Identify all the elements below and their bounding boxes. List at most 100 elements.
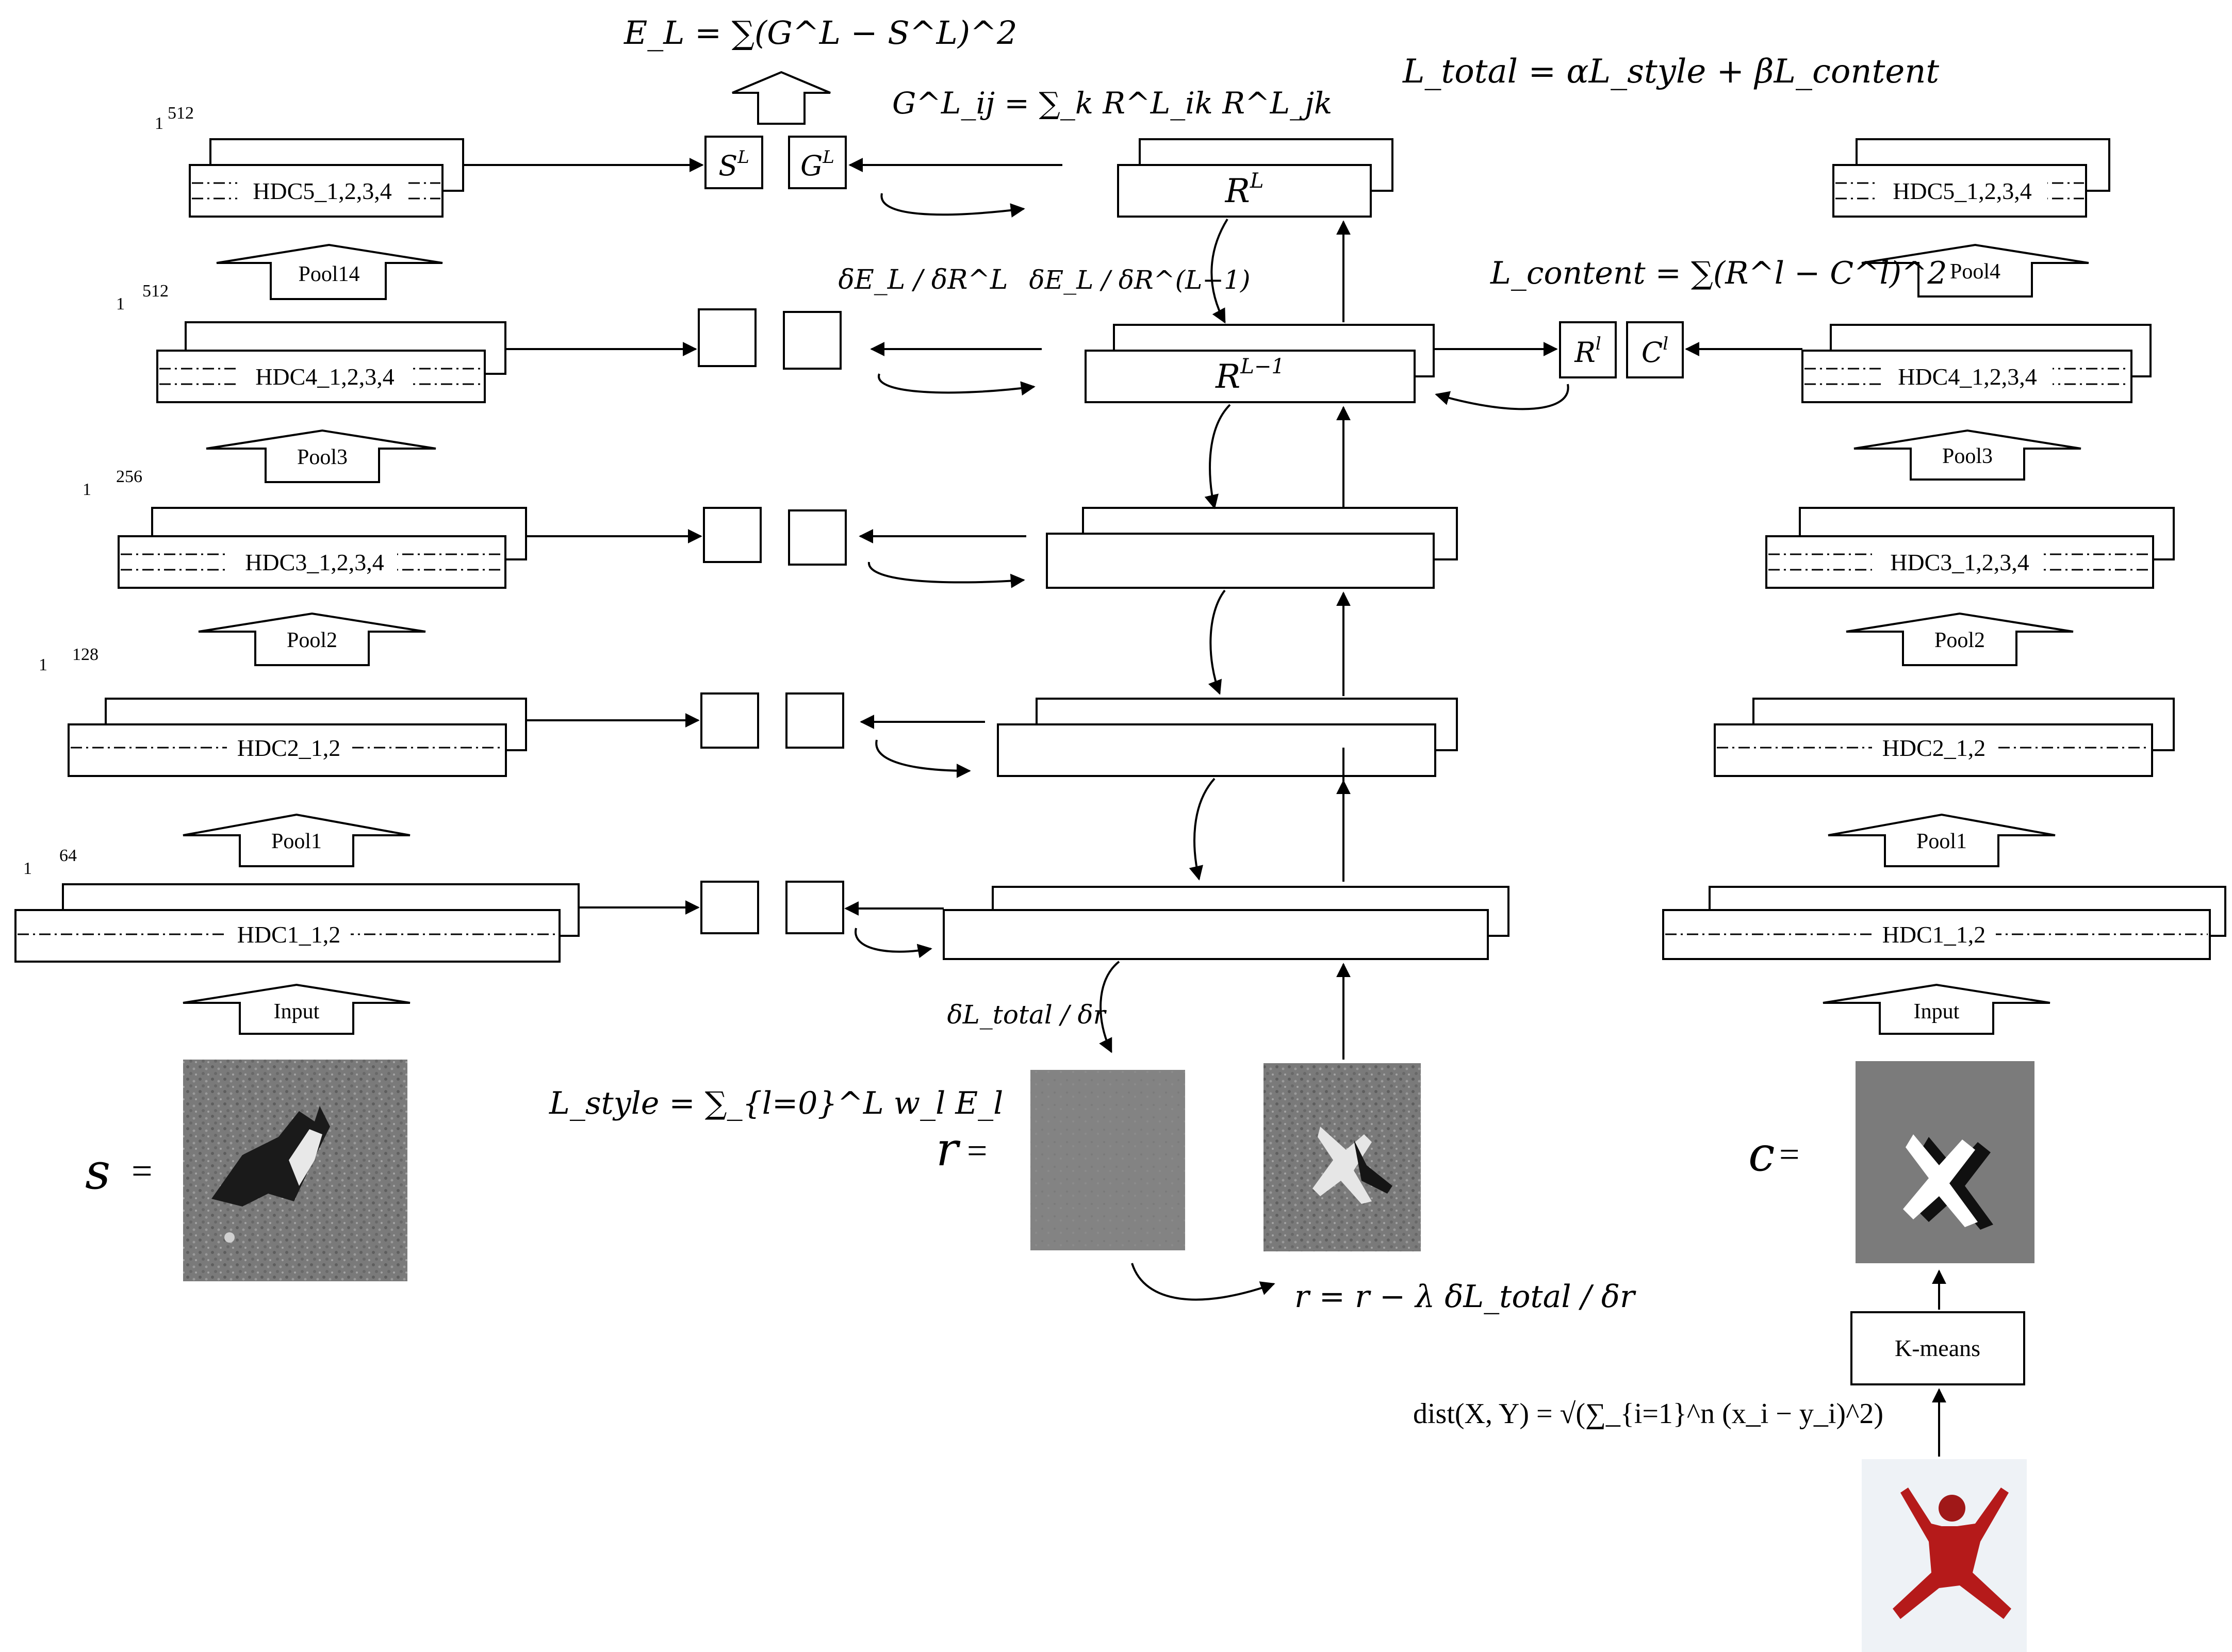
style-pool1-arrow: Pool1 xyxy=(183,813,411,867)
layer4-g-box xyxy=(783,311,842,370)
g-l-box xyxy=(788,136,847,189)
result-image-symbol: r xyxy=(936,1122,961,1177)
layer3-g-box xyxy=(788,509,847,566)
result-image-equals: = xyxy=(967,1131,987,1171)
style-image xyxy=(183,1060,407,1281)
style-hdc4-dim-start: 1 xyxy=(116,294,125,313)
content-hdc3-label: HDC3_1,2,3,4 xyxy=(1890,549,2029,575)
kmeans-box xyxy=(1850,1311,2025,1385)
result-rl1-symbol: R xyxy=(1215,358,1240,396)
equation-gram: G^L_ij = ∑_k R^L_ik R^L_jk xyxy=(892,86,1332,121)
result-to-gram-arrows xyxy=(844,158,1062,959)
r-l-sup: l xyxy=(1596,334,1601,354)
content-pool3-arrow: Pool3 xyxy=(1853,429,2081,481)
result-rl1-block: RL−1 xyxy=(1085,324,1435,403)
style-hdc3-dim-start: 1 xyxy=(83,480,91,499)
c-l-symbol: C xyxy=(1642,336,1663,369)
content-pool3-label: Pool3 xyxy=(1942,444,1993,468)
content-hdc1-label: HDC1_1,2 xyxy=(1882,921,1986,948)
content-pool1-label: Pool1 xyxy=(1916,830,1967,853)
result-rl-symbol: R xyxy=(1225,172,1250,210)
equation-el: E_L = ∑(G^L − S^L)^2 xyxy=(623,14,1017,52)
content-pool4-label: Pool4 xyxy=(1950,260,2000,284)
gradient-total-r: δL_total / δr xyxy=(947,1000,1107,1030)
equations: E_L = ∑(G^L − S^L)^2 G^L_ij = ∑_k R^L_ik… xyxy=(549,14,1947,1430)
content-pool2-label: Pool2 xyxy=(1934,629,1985,652)
style-input-arrow: Input xyxy=(183,983,411,1035)
style-pool4-arrow: Pool14 xyxy=(216,243,443,300)
result-rl1-sup: L−1 xyxy=(1240,355,1285,378)
style-pool3-arrow: Pool3 xyxy=(206,429,436,483)
style-hdc3-dim-end: 256 xyxy=(116,467,142,486)
style-pool3-label: Pool3 xyxy=(297,445,348,469)
content-pool4-arrow: Pool4 xyxy=(1861,243,2089,298)
layer1-s-box xyxy=(700,881,759,934)
style-hdc2-label: HDC2_1,2 xyxy=(237,735,341,761)
result-updated-image xyxy=(1263,1063,1421,1251)
equation-style-loss: L_style = ∑_{l=0}^L w_l E_l xyxy=(549,1085,1003,1121)
style-image-symbol: s xyxy=(85,1143,110,1200)
content-hdc5-label: HDC5_1,2,3,4 xyxy=(1893,178,2032,204)
gradient-el-rl: δE_L / δR^L xyxy=(839,265,1008,295)
equation-total-loss: L_total = αL_style + βL_content xyxy=(1402,53,1939,91)
layer2-s-box xyxy=(700,692,759,749)
style-hdc5-block: HDC5_1,2,3,4 1 512 xyxy=(155,104,464,218)
equation-update: r = r − λ δL_total / δr xyxy=(1294,1279,1636,1315)
style-hdc1-dim-end: 64 xyxy=(59,846,77,865)
content-image-symbol: c xyxy=(1748,1127,1775,1182)
content-hdc1-block: HDC1_1,2 xyxy=(1662,886,2226,960)
svg-text:SL: SL xyxy=(718,147,749,182)
layer1-g-box xyxy=(785,881,844,934)
r-l-box xyxy=(1559,321,1617,378)
content-pool1-arrow: Pool1 xyxy=(1828,813,2056,867)
content-loss-boxes: Rl Cl xyxy=(1434,321,1802,410)
content-branch: HDC5_1,2,3,4 Pool4 HDC4_1,2,3,4 Pool3 xyxy=(1662,138,2226,1652)
style-pool2-label: Pool2 xyxy=(287,629,337,652)
equation-content-loss: L_content = ∑(R^l − C^l)^2 xyxy=(1490,255,1947,291)
el-up-arrow xyxy=(732,71,831,125)
layer4-s-box xyxy=(698,308,757,367)
style-to-gram-arrows xyxy=(463,158,704,915)
layer3-s-box xyxy=(703,507,762,563)
content-hdc2-block: HDC2_1,2 xyxy=(1714,698,2175,777)
g-l-sup: L xyxy=(822,147,834,168)
style-pool1-label: Pool1 xyxy=(271,830,322,853)
c-l-box xyxy=(1626,321,1684,378)
result-layer3-block xyxy=(1046,507,1458,589)
original-photo xyxy=(1862,1459,2027,1652)
result-layer2-block xyxy=(997,698,1458,777)
svg-text:RL: RL xyxy=(1225,169,1264,210)
svg-text:GL: GL xyxy=(800,147,834,182)
content-hdc5-block: HDC5_1,2,3,4 xyxy=(1832,138,2110,218)
style-branch: HDC5_1,2,3,4 1 512 Pool14 HDC4_1,2,3,4 1… xyxy=(14,104,580,1281)
style-hdc2-dim-start: 1 xyxy=(39,655,47,674)
style-hdc2-dim-end: 128 xyxy=(72,645,99,664)
c-l-sup: l xyxy=(1663,334,1668,354)
result-rl-sup: L xyxy=(1250,169,1264,193)
content-input-label: Input xyxy=(1914,1000,1960,1023)
style-input-label: Input xyxy=(274,1000,320,1023)
style-hdc2-block: HDC2_1,2 1 128 xyxy=(39,645,527,777)
layer2-g-box xyxy=(785,692,844,749)
style-hdc5-dim-start: 1 xyxy=(155,114,163,133)
content-hdc3-block: HDC3_1,2,3,4 xyxy=(1765,507,2175,589)
style-hdc1-label: HDC1_1,2 xyxy=(237,921,341,948)
style-hdc1-block: HDC1_1,2 1 64 xyxy=(14,846,580,963)
equation-distance: dist(X, Y) = √(∑_{i=1}^n (x_i − y_i)^2) xyxy=(1413,1398,1883,1430)
style-hdc5-label: HDC5_1,2,3,4 xyxy=(253,178,392,204)
style-hdc5-dim-end: 512 xyxy=(168,104,194,123)
content-hdc2-label: HDC2_1,2 xyxy=(1882,735,1986,761)
content-pool2-arrow: Pool2 xyxy=(1846,612,2074,666)
content-hdc4-label: HDC4_1,2,3,4 xyxy=(1898,364,2037,390)
style-hdc3-label: HDC3_1,2,3,4 xyxy=(245,549,384,575)
style-hdc1-dim-start: 1 xyxy=(23,859,32,878)
content-hdc4-block: HDC4_1,2,3,4 xyxy=(1801,324,2152,403)
kmeans-label: K-means xyxy=(1895,1335,1980,1361)
svg-text:RL−1: RL−1 xyxy=(1215,355,1285,396)
result-initial-image xyxy=(1030,1070,1185,1250)
g-l-symbol: G xyxy=(800,150,823,182)
content-image xyxy=(1856,1061,2034,1263)
style-gram-boxes: SL GL xyxy=(698,136,847,934)
s-l-symbol: S xyxy=(718,150,737,182)
